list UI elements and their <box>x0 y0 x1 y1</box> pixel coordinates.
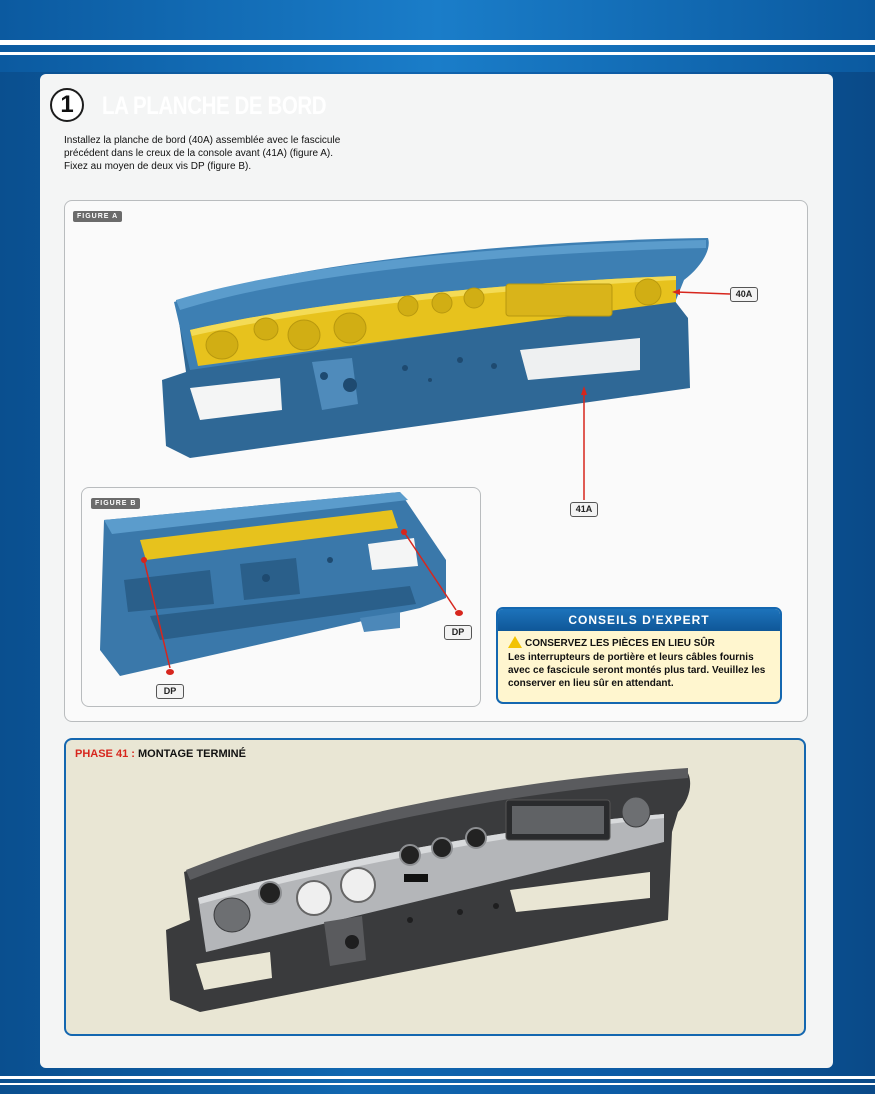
intro-line: Fixez au moyen de deux vis DP (figure B)… <box>64 161 252 172</box>
footer-stripe <box>0 1076 875 1079</box>
callout-dp-left: DP <box>156 684 184 699</box>
intro-text: Installez la planche de bord (40A) assem… <box>64 134 404 173</box>
step-number: 1 <box>50 88 84 122</box>
header-band <box>0 0 875 72</box>
header-stripe <box>0 52 875 55</box>
expert-tips-box: CONSEILS D'EXPERT CONSERVEZ LES PIÈCES E… <box>496 607 782 704</box>
footer-stripe <box>0 1083 875 1085</box>
callout-dp-right: DP <box>444 625 472 640</box>
phase-status: MONTAGE TERMINÉ <box>137 748 246 760</box>
phase-label: PHASE 41 : MONTAGE TERMINÉ <box>75 748 246 760</box>
figure-b-tag: FIGURE B <box>91 498 141 509</box>
intro-line: précédent dans le creux de la console av… <box>64 148 334 159</box>
phase-number: PHASE 41 : <box>75 748 135 760</box>
figure-a-tag: FIGURE A <box>73 211 123 222</box>
tips-header: CONSEILS D'EXPERT <box>498 609 780 631</box>
step-header: 1 LA PLANCHE DE BORD <box>50 88 808 124</box>
warning-icon <box>508 636 522 648</box>
callout-41a: 41A <box>570 502 598 517</box>
tips-title: CONSERVEZ LES PIÈCES EN LIEU SÛR <box>508 636 780 649</box>
tips-body: Les interrupteurs de portière et leurs c… <box>508 652 766 689</box>
intro-line: Installez la planche de bord (40A) assem… <box>64 135 341 146</box>
callout-40a: 40A <box>730 287 758 302</box>
step-title: LA PLANCHE DE BORD <box>102 92 327 120</box>
tips-title-text: CONSERVEZ LES PIÈCES EN LIEU SÛR <box>525 638 715 649</box>
header-stripe <box>0 40 875 45</box>
